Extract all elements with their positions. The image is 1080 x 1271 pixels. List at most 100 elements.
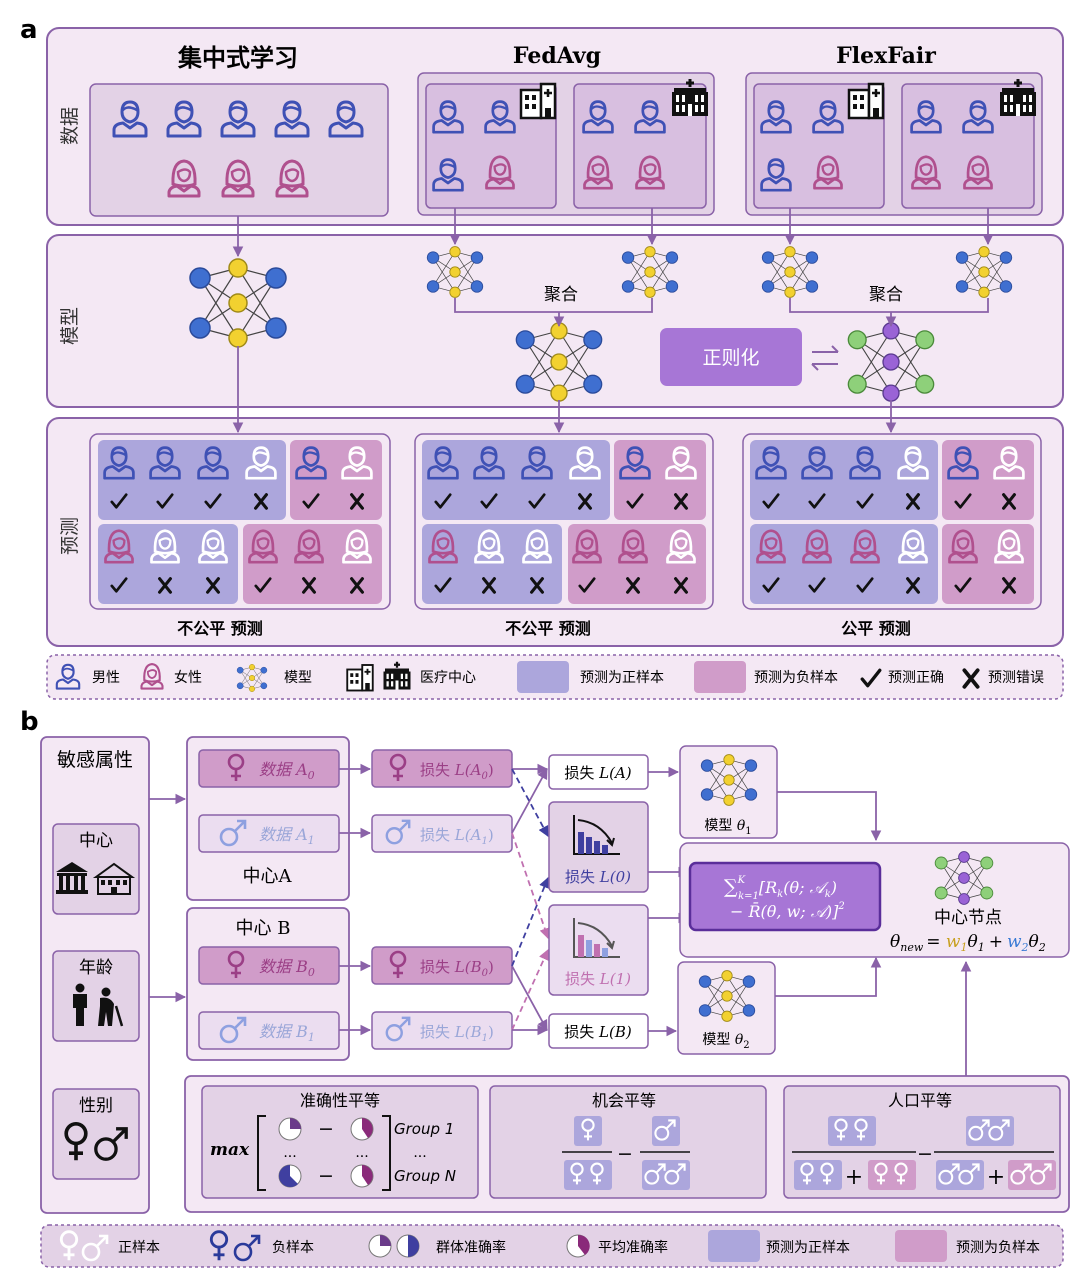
school-building-icon [92, 862, 136, 895]
panel-a-label: a [20, 15, 38, 45]
bar-chart-icon [573, 815, 620, 855]
minus-sign: − [917, 1143, 933, 1165]
outcome-centralized: 不公平 预测 [177, 619, 263, 638]
svg-text:模型 θ2: 模型 θ2 [702, 1032, 749, 1051]
legend-female: 女性 [174, 669, 202, 686]
hospital-icon [346, 664, 374, 692]
ellipsis: ... [413, 1145, 426, 1161]
panel-b-label: b [20, 707, 39, 737]
pie-icon [350, 1164, 374, 1188]
row-label-data: 数据 [59, 107, 81, 145]
center-a-label: 中心A [243, 866, 293, 887]
attribute-age: 年龄 [79, 958, 113, 978]
minus-sign: − [318, 1118, 334, 1140]
outcome-flexfair: 公平 预测 [841, 619, 911, 638]
regularization-box [660, 328, 802, 386]
svg-text:损失 L(A0): 损失 L(A0) [420, 761, 494, 782]
svg-text:模型 θ1: 模型 θ1 [704, 818, 751, 837]
centralized-predictions [89, 433, 391, 610]
bar-chart-icon [573, 918, 620, 958]
legend-group-acc: 群体准确率 [436, 1239, 506, 1256]
legend-b [40, 1224, 1064, 1268]
legend-neg-sample: 负样本 [272, 1240, 314, 1256]
legend-avg-acc: 平均准确率 [598, 1239, 668, 1256]
legend-pos-swatch [517, 661, 569, 693]
legend-neg-swatch [694, 661, 746, 693]
legend-wrong: 预测错误 [988, 670, 1044, 686]
svg-text:损失 L(0): 损失 L(0) [565, 868, 631, 886]
metric-equal-opportunity: 机会平等 [592, 1091, 656, 1110]
legend-correct: 预测正确 [888, 670, 944, 686]
metric-demographic-parity: 人口平等 [888, 1091, 952, 1110]
fedavg-predictions [414, 433, 714, 610]
pie-icon [278, 1164, 302, 1188]
hospital-icon [847, 82, 885, 120]
central-node-label: 中心节点 [934, 908, 1002, 928]
svg-text:损失 L(B): 损失 L(B) [564, 1023, 632, 1041]
matrix-bracket-right [382, 1115, 391, 1191]
bank-building-icon [56, 862, 88, 894]
pie-icon [350, 1117, 374, 1141]
max-operator: max [210, 1140, 250, 1160]
attribute-center: 中心 [79, 831, 113, 851]
center-loss-b: 损失 L(B) [548, 1013, 649, 1049]
age-people-icon [73, 983, 124, 1027]
group-n-label: Group N [394, 1167, 456, 1185]
legend-b-pos-swatch [708, 1230, 760, 1262]
col-title-centralized: 集中式学习 [177, 43, 298, 72]
legend-pos: 预测为正样本 [580, 670, 664, 686]
data-b0-label: 数据 B0 [259, 957, 315, 979]
minus-sign: − [617, 1143, 633, 1165]
col-title-fedavg: FedAvg [513, 43, 601, 69]
legend-model: 模型 [284, 670, 312, 686]
center-b-label: 中心 B [236, 918, 291, 939]
legend-b-neg-swatch [895, 1230, 947, 1262]
col-title-flexfair: FlexFair [836, 43, 936, 69]
local-model-1: 模型 θ1 [679, 745, 778, 839]
pie-icon [368, 1234, 420, 1258]
matrix-bracket-left [257, 1115, 266, 1191]
formula-line-2: − R̄(θ, w; 𝒜)]2 [730, 900, 845, 921]
legend-male: 男性 [92, 670, 120, 686]
regularization-label: 正则化 [702, 347, 759, 369]
outcome-fedavg: 不公平 预测 [505, 619, 591, 638]
svg-text:损失 L(A1): 损失 L(A1) [420, 826, 494, 847]
row-label-predict: 预测 [59, 517, 81, 555]
svg-text:损失 L(B0): 损失 L(B0) [420, 958, 494, 979]
legend-b-neg: 预测为负样本 [956, 1240, 1040, 1256]
data-a0-label: 数据 A0 [259, 760, 315, 782]
legend-pos-sample: 正样本 [118, 1240, 160, 1256]
center-loss-a: 损失 L(A) [548, 754, 649, 790]
centralized-data-box [89, 83, 389, 217]
aggregate-label-fedavg: 聚合 [544, 285, 578, 305]
data-a1-label: 数据 A1 [259, 825, 315, 847]
group-loss-b0: 损失 L(B0) [371, 946, 513, 985]
minus-sign: − [318, 1165, 334, 1187]
attribute-gender: 性别 [79, 1096, 113, 1116]
ellipsis: ... [283, 1145, 296, 1161]
aggregation-formula: θnew= w1θ1+w2θ2 [890, 932, 1046, 954]
legend-b-pos: 预测为正样本 [766, 1240, 850, 1256]
hospital-icon [519, 82, 557, 120]
data-b1-label: 数据 B1 [259, 1022, 315, 1044]
legend-center: 医疗中心 [420, 670, 476, 686]
plus-sign: + [987, 1165, 1005, 1190]
flexfair-predictions [742, 433, 1042, 610]
svg-text:损失 L(1): 损失 L(1) [565, 970, 631, 988]
group-loss-b1: 损失 L(B1) [371, 1011, 513, 1050]
fairness-objective-box [688, 861, 882, 932]
attributes-title: 敏感属性 [57, 749, 133, 771]
row-label-model: 模型 [59, 307, 81, 345]
aggregate-label-flexfair: 聚合 [869, 285, 903, 305]
group-1-label: Group 1 [394, 1120, 454, 1138]
bidirectional-arrows [811, 345, 839, 371]
group-loss-a1: 损失 L(A1) [371, 814, 513, 853]
legend-neg: 预测为负样本 [754, 670, 838, 686]
ellipsis: ... [355, 1145, 368, 1161]
group-loss-a0: 损失 L(A0) [371, 749, 513, 788]
pie-icon [278, 1117, 302, 1141]
metric-accuracy-parity: 准确性平等 [300, 1091, 380, 1110]
class-loss-1: 损失 L(1) [548, 904, 649, 996]
